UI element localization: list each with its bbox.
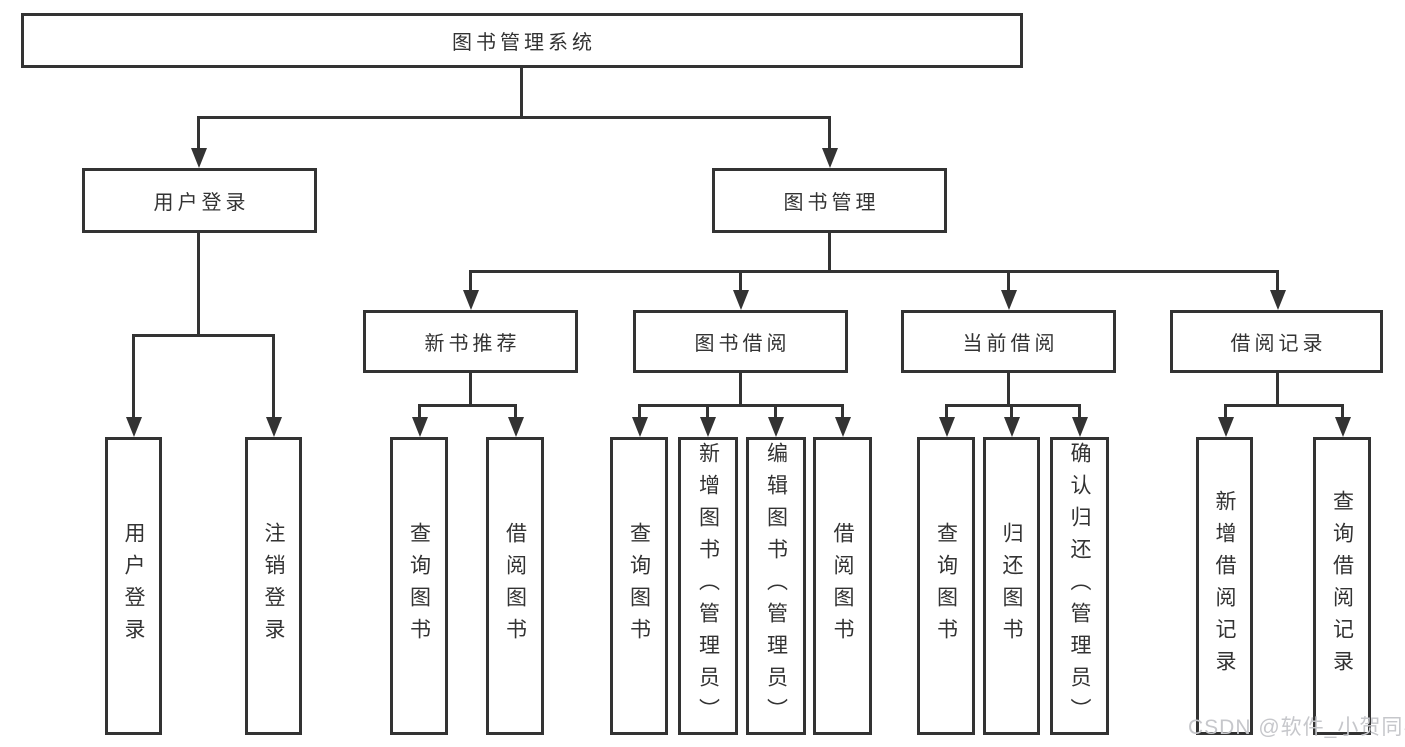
leaf-borrow-query-books-label: 查询图书 (627, 522, 651, 650)
connector (1276, 270, 1279, 292)
leaf-add-borrow-record: 新增借阅记录 (1196, 437, 1253, 735)
leaf-current-query-books-label: 查询图书 (934, 522, 958, 650)
node-root-label: 图书管理系统 (452, 32, 596, 54)
leaf-add-books-admin-label: 新增图书（管理员） (696, 442, 720, 730)
arrow-down-icon (1001, 290, 1017, 310)
connector (272, 334, 275, 420)
connector (1224, 404, 1343, 407)
connector (1007, 270, 1010, 292)
leaf-confirm-return-admin: 确认归还（管理员） (1050, 437, 1109, 735)
node-book-borrow: 图书借阅 (633, 310, 848, 373)
node-borrow-records-label: 借阅记录 (1230, 333, 1327, 355)
arrow-down-icon (1218, 417, 1234, 437)
connector (774, 404, 777, 420)
arrow-down-icon (768, 417, 784, 437)
arrow-down-icon (412, 417, 428, 437)
connector (197, 233, 200, 337)
leaf-return-books-label: 归还图书 (1000, 522, 1023, 650)
arrow-down-icon (700, 417, 716, 437)
connector (1007, 373, 1010, 407)
leaf-borrow-books: 借阅图书 (813, 437, 872, 735)
connector (469, 270, 472, 292)
node-book-borrow-label: 图书借阅 (694, 333, 791, 355)
csdn-watermark: CSDN @软件_小贺同学 (1188, 716, 1405, 739)
leaf-recommend-borrow-books: 借阅图书 (486, 437, 544, 735)
connector (1276, 373, 1279, 407)
arrow-down-icon (126, 417, 142, 437)
node-user-login: 用户登录 (82, 168, 317, 233)
leaf-recommend-query-books-label: 查询图书 (407, 522, 431, 650)
node-new-book-recommend-label: 新书推荐 (424, 333, 521, 355)
node-new-book-recommend: 新书推荐 (363, 310, 578, 373)
leaf-current-query-books: 查询图书 (917, 437, 975, 735)
node-current-borrow-label: 当前借阅 (962, 333, 1059, 355)
node-book-management-label: 图书管理 (783, 192, 880, 214)
leaf-edit-books-admin: 编辑图书（管理员） (746, 437, 806, 735)
arrow-down-icon (191, 148, 207, 168)
arrow-down-icon (1270, 290, 1286, 310)
arrow-down-icon (835, 417, 851, 437)
connector (1341, 404, 1344, 420)
node-root: 图书管理系统 (21, 13, 1023, 68)
node-borrow-records: 借阅记录 (1170, 310, 1383, 373)
connector (469, 270, 1279, 273)
connector (828, 233, 831, 272)
arrow-down-icon (632, 417, 648, 437)
arrow-down-icon (939, 417, 955, 437)
connector (706, 404, 709, 420)
leaf-recommend-query-books: 查询图书 (390, 437, 448, 735)
connector (638, 404, 844, 407)
leaf-add-books-admin: 新增图书（管理员） (678, 437, 738, 735)
connector (841, 404, 844, 420)
leaf-edit-books-admin-label: 编辑图书（管理员） (764, 442, 788, 730)
leaf-add-borrow-record-label: 新增借阅记录 (1213, 490, 1236, 682)
leaf-confirm-return-admin-label: 确认归还（管理员） (1068, 442, 1091, 730)
arrow-down-icon (822, 148, 838, 168)
connector (132, 334, 135, 420)
node-book-management: 图书管理 (712, 168, 947, 233)
leaf-query-borrow-record-label: 查询借阅记录 (1330, 490, 1354, 682)
leaf-user-login-label: 用户登录 (122, 522, 145, 650)
connector (197, 116, 831, 119)
arrow-down-icon (1004, 417, 1020, 437)
arrow-down-icon (1335, 417, 1351, 437)
connector (638, 404, 641, 420)
leaf-return-books: 归还图书 (983, 437, 1040, 735)
arrow-down-icon (1072, 417, 1088, 437)
leaf-borrow-query-books: 查询图书 (610, 437, 668, 735)
connector (514, 404, 517, 420)
connector (132, 334, 274, 337)
leaf-logout: 注销登录 (245, 437, 302, 735)
arrow-down-icon (733, 290, 749, 310)
leaf-user-login: 用户登录 (105, 437, 162, 735)
node-current-borrow: 当前借阅 (901, 310, 1116, 373)
node-user-login-label: 用户登录 (153, 192, 250, 214)
connector (739, 373, 742, 407)
connector (418, 404, 517, 407)
connector (1224, 404, 1227, 420)
connector (197, 116, 200, 150)
arrow-down-icon (266, 417, 282, 437)
leaf-recommend-borrow-books-label: 借阅图书 (503, 522, 527, 650)
connector (739, 270, 742, 292)
connector (418, 404, 421, 420)
connector (1010, 404, 1013, 420)
leaf-logout-label: 注销登录 (262, 522, 285, 650)
leaf-borrow-books-label: 借阅图书 (831, 522, 854, 650)
leaf-query-borrow-record: 查询借阅记录 (1313, 437, 1371, 735)
connector (520, 68, 523, 119)
arrow-down-icon (463, 290, 479, 310)
arrow-down-icon (508, 417, 524, 437)
connector (828, 116, 831, 150)
connector (1078, 404, 1081, 420)
connector (469, 373, 472, 407)
connector (945, 404, 948, 420)
